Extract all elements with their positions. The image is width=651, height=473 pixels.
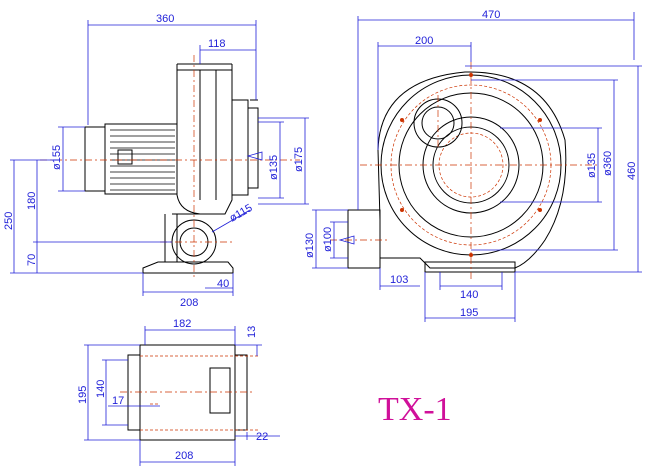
blower-housing (176, 69, 233, 215)
dim-front-height: 460 (626, 162, 638, 180)
flange-bolts (400, 73, 542, 257)
dim-outlet-offset: 103 (390, 274, 408, 286)
dim-base-length: 208 (180, 297, 198, 309)
dim-side-outlet-width: 118 (208, 38, 226, 50)
dim-base-height: 70 (26, 254, 38, 266)
dim-bottom-tab: 13 (246, 326, 258, 338)
dim-side-width: 360 (156, 13, 174, 25)
dim-overall-height: 250 (3, 212, 15, 230)
dim-inlet-dia: ø115 (228, 202, 255, 225)
dim-motor-dia: ø155 (51, 145, 63, 170)
bottom-view: 182 13 195 140 17 22 208 (77, 318, 280, 466)
dim-bottom-slot: 17 (112, 395, 124, 407)
dim-front-flange-inner: ø135 (586, 153, 598, 178)
dim-front-base-inner: 140 (460, 289, 478, 301)
side-view: 360 118 ø155 ø135 ø175 ø115 250 180 70 (3, 13, 309, 309)
dim-front-width: 470 (482, 9, 500, 21)
dim-outlet-inner: ø100 (322, 227, 334, 252)
base-plate (139, 344, 236, 441)
front-base (424, 261, 516, 273)
volute-casing (377, 71, 567, 269)
front-view: 470 200 ø135 ø360 460 ø130 ø100 103 (304, 9, 642, 322)
terminal-box (117, 149, 133, 165)
model-title: TX-1 (378, 391, 452, 428)
dim-bottom-right: 22 (256, 431, 268, 443)
dim-base-offset: 40 (217, 278, 229, 290)
dim-front-flange-outer: ø360 (602, 151, 614, 176)
dim-bottom-width: 182 (173, 318, 191, 330)
dim-outer-dia: ø175 (293, 147, 305, 172)
base-slot (209, 367, 231, 414)
dim-inner-dia: ø135 (268, 155, 280, 180)
motor-end-cap (84, 126, 106, 192)
dim-front-base-outer: 195 (460, 307, 478, 319)
dim-front-partial: 200 (415, 35, 433, 47)
dim-bottom-inner: 140 (95, 380, 107, 398)
dim-center-height: 180 (26, 192, 38, 210)
dim-outlet-outer: ø130 (304, 233, 316, 258)
front-outlet-duct (347, 209, 381, 269)
dim-bottom-height: 195 (77, 386, 89, 404)
side-flange (231, 99, 249, 196)
dim-bottom-length: 208 (175, 450, 193, 462)
motor-body (104, 123, 178, 195)
